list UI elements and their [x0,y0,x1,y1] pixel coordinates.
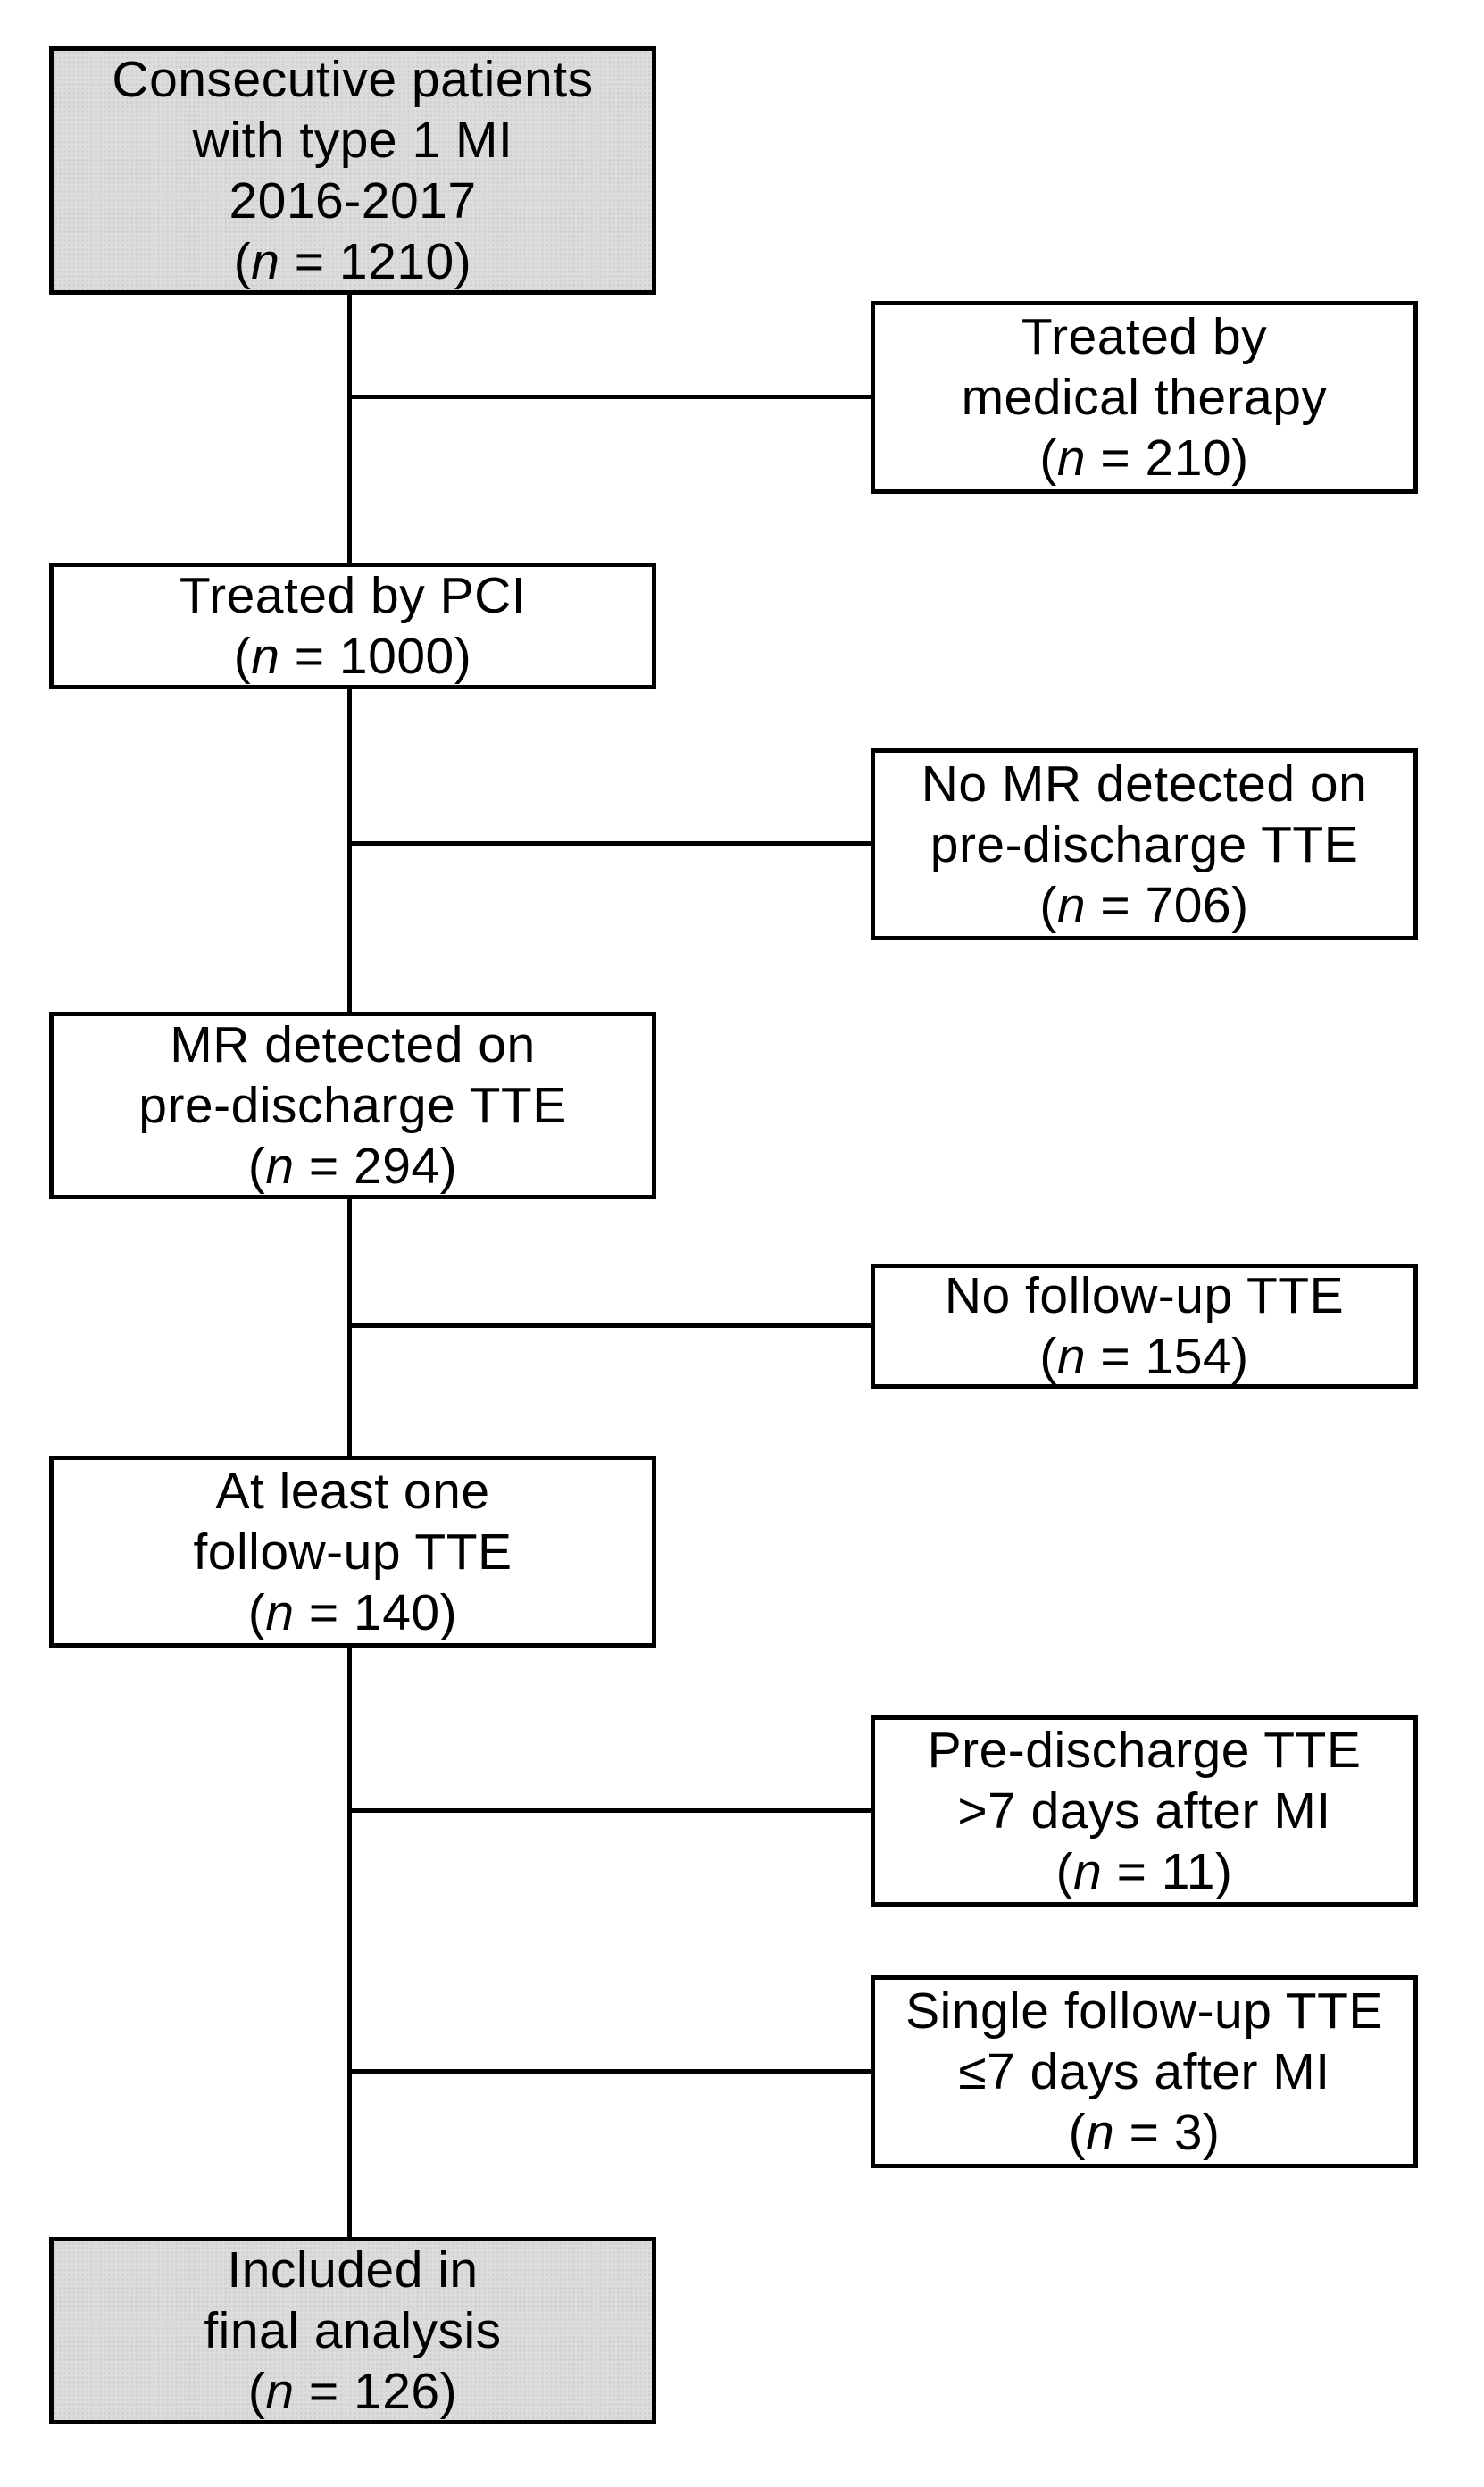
count-n-symbol: n [1073,1843,1103,1900]
node-text-line: Treated by PCI [179,567,527,624]
node-text-line: No follow-up TTE [944,1267,1345,1324]
node-text-line: No MR detected on [921,755,1368,813]
count-n-symbol: n [251,628,280,685]
node-count-line: (n = 126) [248,2361,457,2422]
node-text-line: final analysis [204,2302,502,2359]
node-text-line: Treated by [1021,308,1268,365]
node-text-line: Pre-discharge TTE [927,1722,1362,1779]
count-open: ( [247,1583,266,1641]
node-text-line: pre-discharge TTE [930,815,1359,873]
node-text-line: Consecutive patients [112,51,594,108]
count-n-symbol: n [265,1138,295,1195]
count-n-symbol: n [1056,1328,1087,1385]
node-pre-discharge-gt7-days: Pre-discharge TTE >7 days after MI (n = … [871,1715,1418,1907]
node-treated-by-pci: Treated by PCI (n = 1000) [49,563,656,689]
node-included-final-analysis: Included in final analysis (n = 126) [49,2237,656,2424]
node-text-line: 2016-2017 [229,172,477,230]
count-rest: = 140) [294,1583,458,1641]
node-mr-detected: MR detected on pre-discharge TTE (n = 29… [49,1012,656,1199]
node-count-line: (n = 154) [1039,1326,1248,1387]
count-open: ( [1039,430,1057,487]
count-open: ( [247,2363,266,2420]
node-count-line: (n = 294) [248,1136,457,1197]
node-count-line: (n = 210) [1039,428,1248,488]
count-open: ( [247,1138,266,1195]
connector-branch-pre-discharge-gt7 [350,1808,871,1813]
node-count-line: (n = 11) [1056,1841,1233,1902]
node-text-line: Single follow-up TTE [905,1982,1383,2040]
node-text-line: pre-discharge TTE [138,1077,567,1134]
count-open: ( [233,233,252,290]
count-rest: = 154) [1086,1328,1249,1385]
node-no-followup-tte: No follow-up TTE (n = 154) [871,1264,1418,1389]
count-rest: = 210) [1086,430,1249,487]
connector-branch-no-followup [350,1323,871,1328]
node-count-line: (n = 1210) [234,231,471,292]
count-rest: = 706) [1086,876,1249,934]
node-count-line: (n = 706) [1039,875,1248,936]
node-count-line: (n = 1000) [234,626,471,687]
count-n-symbol: n [1056,876,1087,934]
count-open: ( [233,628,252,685]
node-text-line: >7 days after MI [957,1782,1331,1840]
connector-branch-single-followup [350,2069,871,2074]
count-n-symbol: n [265,2363,295,2420]
node-at-least-one-followup: At least one follow-up TTE (n = 140) [49,1456,656,1648]
node-single-followup-le7-days: Single follow-up TTE ≤7 days after MI (n… [871,1975,1418,2168]
count-rest: = 1210) [279,233,472,290]
count-open: ( [1068,2104,1087,2161]
node-text-line: At least one [215,1462,490,1520]
count-n-symbol: n [251,233,280,290]
connector-main-stem [347,295,352,2240]
node-no-mr-detected: No MR detected on pre-discharge TTE (n =… [871,748,1418,940]
node-text-line: MR detected on [170,1016,536,1073]
node-consecutive-patients: Consecutive patients with type 1 MI 2016… [49,46,656,295]
node-text-line: medical therapy [961,369,1328,426]
count-open: ( [1039,876,1057,934]
count-n-symbol: n [1086,2104,1115,2161]
count-rest: = 11) [1102,1843,1233,1900]
node-text-line: ≤7 days after MI [958,2043,1330,2100]
count-rest: = 3) [1114,2104,1221,2161]
count-n-symbol: n [1056,430,1087,487]
count-open: ( [1039,1328,1057,1385]
count-rest: = 1000) [279,628,472,685]
count-rest: = 126) [294,2363,458,2420]
connector-branch-medical-therapy [350,395,871,399]
node-treated-medical-therapy: Treated by medical therapy (n = 210) [871,301,1418,494]
node-count-line: (n = 140) [248,1582,457,1643]
count-rest: = 294) [294,1138,458,1195]
node-text-line: follow-up TTE [193,1523,513,1581]
node-count-line: (n = 3) [1069,2102,1221,2163]
count-n-symbol: n [265,1583,295,1641]
connector-branch-no-mr [350,841,871,846]
count-open: ( [1055,1843,1074,1900]
node-text-line: Included in [227,2241,479,2299]
node-text-line: with type 1 MI [192,112,513,169]
